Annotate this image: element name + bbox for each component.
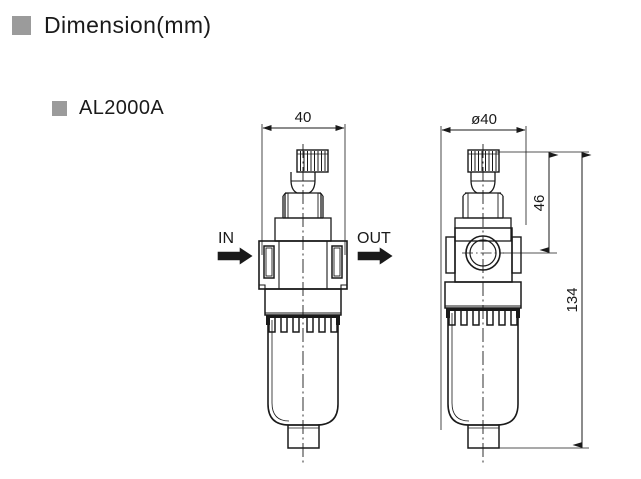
dimension-diameter-side [440,126,527,430]
adjust-knob [296,149,329,173]
inlet-flow-arrow [217,247,253,265]
section-header: Dimension(mm) [12,14,212,37]
dimension-width-front [261,124,346,255]
front-view-geometry [258,144,348,466]
body-block [258,240,348,290]
dimension-label-port-height: 46 [531,195,548,212]
drain-stub [287,424,320,449]
drain-stub-side [467,424,500,449]
model-header-label: AL2000A [79,97,165,119]
inlet-label: IN [218,230,234,247]
model-bullet-icon [52,100,67,116]
outlet-flow-arrow [357,247,393,265]
dimension-total-height [499,152,592,449]
outlet-label: OUT [357,230,391,247]
body-block-side [445,227,522,283]
section-bullet-icon [12,16,31,35]
adjust-knob-side [467,149,500,173]
side-view-geometry [444,144,522,466]
dimension-label-diameter-side: ø40 [471,111,497,128]
dimension-label-width-front: 40 [295,109,312,126]
section-header-label: Dimension(mm) [44,12,212,38]
model-header: AL2000A [52,98,164,118]
dimension-label-total-height: 134 [564,287,581,312]
